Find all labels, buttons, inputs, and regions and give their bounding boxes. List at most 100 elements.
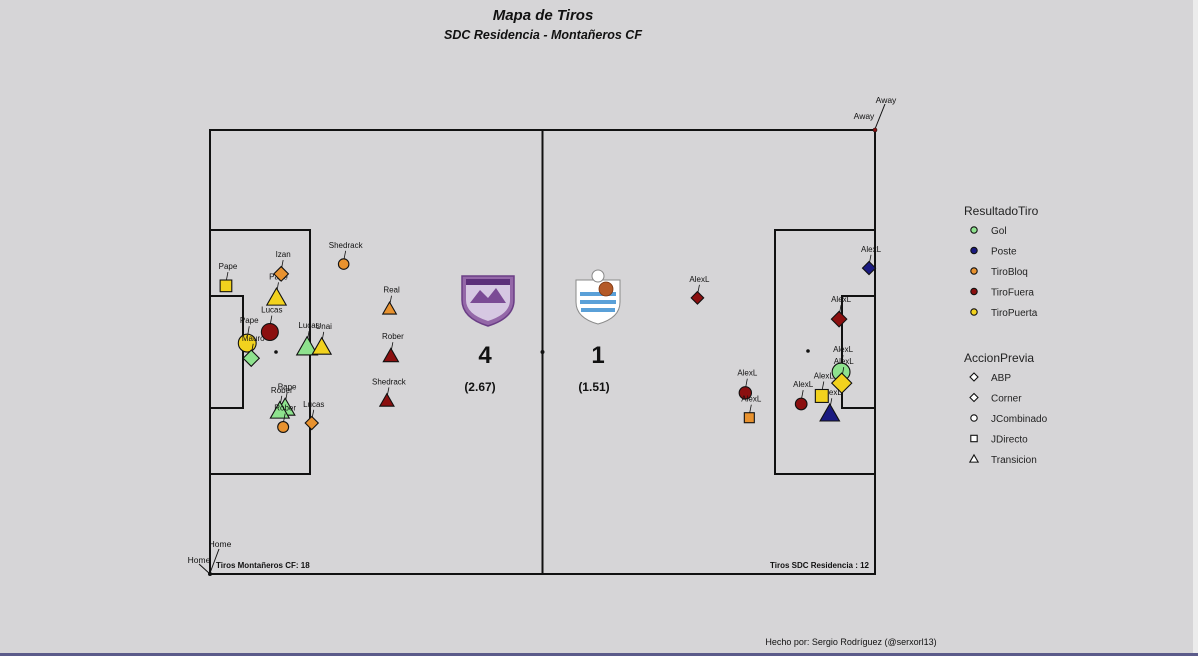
- legend-entry-label: Transicion: [991, 455, 1037, 466]
- legend-entry-label: TiroPuerta: [991, 308, 1038, 319]
- home-xg: (2.67): [464, 380, 495, 394]
- shot-point: [378, 392, 395, 407]
- legend-accionprevia: AccionPreviaABPCornerJCombinadoJDirectoT…: [964, 351, 1048, 466]
- legend-swatch: [970, 246, 978, 255]
- shot-player-label: AlexL: [833, 345, 854, 354]
- shot-player-label: Unai: [315, 322, 332, 331]
- shot-player-label: Shedrack: [372, 377, 407, 386]
- shot-marker: Rober: [269, 386, 293, 419]
- shot-player-label: AlexL: [741, 395, 762, 404]
- shot-point: [295, 335, 319, 356]
- credit-text: Hecho por: Sergio Rodríguez (@serxorl13): [765, 637, 936, 647]
- shield-logo: [461, 275, 515, 327]
- shot-point: [219, 279, 233, 293]
- shot-player-label: Rober: [271, 386, 293, 395]
- shot-marker: Lucas: [260, 306, 283, 342]
- shot-point: [814, 388, 829, 403]
- legend-swatch: [968, 453, 980, 463]
- shot-point: [277, 421, 290, 434]
- shot-marker: AlexL: [737, 369, 758, 400]
- direction-label-away-2: Away: [854, 111, 875, 121]
- legend-swatch: [970, 434, 978, 443]
- legend-entry-label: Corner: [991, 394, 1022, 405]
- shot-player-label: AlexL: [814, 371, 835, 380]
- chart-title: Mapa de Tiros: [493, 7, 594, 24]
- shot-player-label: Rober: [274, 404, 296, 413]
- shot-player-label: AlexL: [831, 295, 852, 304]
- legend-entry-label: TiroFuera: [991, 288, 1034, 299]
- legend-title: ResultadoTiro: [964, 204, 1039, 218]
- shot-player-label: AlexL: [689, 275, 710, 284]
- legend-swatch: [969, 392, 979, 403]
- shot-player-label: Pape: [240, 316, 259, 325]
- direction-label-home-2: Home: [188, 555, 211, 565]
- legend-swatch: [970, 308, 978, 316]
- legend-entry-label: JCombinado: [991, 414, 1048, 425]
- legend-entry-label: Poste: [991, 247, 1017, 258]
- home-goals: 4: [478, 342, 492, 369]
- legend-swatch: [970, 414, 978, 422]
- shot-point: [794, 397, 808, 411]
- shot-player-label: AlexL: [793, 380, 814, 389]
- shot-player-label: Real: [383, 286, 400, 295]
- shot-player-label: Lucas: [298, 321, 319, 330]
- shot-point: [743, 412, 755, 424]
- ball-crest-logo: [575, 269, 621, 325]
- shot-player-label: Rober: [382, 332, 404, 341]
- shot-point: [830, 310, 848, 328]
- shot-point: [269, 400, 291, 419]
- shot-point: [304, 415, 320, 431]
- shot-marker: AlexL: [814, 371, 835, 403]
- direction-label-home-1: Home: [209, 539, 232, 549]
- chart-subtitle: SDC Residencia - Montañeros CF: [444, 28, 642, 42]
- shot-point: [861, 260, 877, 276]
- legend-entry-label: TiroBloq: [991, 267, 1028, 278]
- left-goal-area: [209, 295, 244, 409]
- left-penalty-spot: [274, 350, 278, 354]
- shot-point: [273, 265, 290, 282]
- legend-entry-label: ABP: [991, 373, 1011, 384]
- right-penalty-area: [774, 229, 876, 475]
- window-bottom-edge: [0, 653, 1198, 656]
- shot-point: [337, 258, 350, 270]
- shot-marker: AlexL: [793, 380, 814, 411]
- shot-point: [311, 336, 333, 355]
- shot-marker: AlexL: [741, 395, 762, 424]
- shot-player-label: Lucas: [261, 306, 282, 315]
- direction-label-away-1: Away: [876, 95, 897, 105]
- away-xg: (1.51): [578, 380, 609, 394]
- legend-resultadotiro: ResultadoTiroGolPosteTiroBloqTiroFueraTi…: [964, 204, 1039, 319]
- window-right-edge: [1193, 0, 1198, 656]
- home-shots-count: Tiros Montañeros CF: 18: [216, 561, 310, 570]
- shot-marker: Unai: [311, 322, 333, 355]
- shot-marker: AlexL: [830, 295, 852, 328]
- shot-marker: AlexL: [830, 357, 854, 394]
- shot-player-label: Pape: [278, 382, 297, 391]
- away-goals: 1: [591, 342, 604, 369]
- shot-marker: Shedrack: [329, 241, 364, 270]
- shot-point: [690, 290, 705, 305]
- right-goal-area: [841, 295, 876, 409]
- shot-point: [242, 349, 261, 368]
- legend-swatch: [970, 226, 978, 234]
- shot-player-label: AlexL: [737, 369, 758, 378]
- direction-annotation-home: Home Home: [188, 539, 232, 576]
- shot-marker: Lucas: [303, 400, 324, 431]
- shot-marker: AlexL: [819, 388, 842, 422]
- shot-marker: AlexL: [689, 275, 710, 305]
- shot-marker: Pape: [219, 262, 238, 293]
- shot-marker: Rober: [382, 332, 404, 363]
- shot-player-label: Izan: [276, 250, 291, 259]
- legend-entry-label: Gol: [991, 226, 1007, 237]
- shot-marker: AlexL: [861, 245, 882, 276]
- shot-marker: Pape: [237, 316, 259, 353]
- shot-point: [260, 322, 279, 342]
- shot-marker: Real: [381, 286, 400, 315]
- shot-point: [819, 402, 841, 422]
- shot-marker: Shedrack: [372, 377, 407, 407]
- legend-swatch: [969, 372, 979, 382]
- shot-point: [830, 372, 853, 394]
- shot-player-label: Mauro: [242, 334, 265, 343]
- shot-player-label: AlexL: [861, 245, 882, 254]
